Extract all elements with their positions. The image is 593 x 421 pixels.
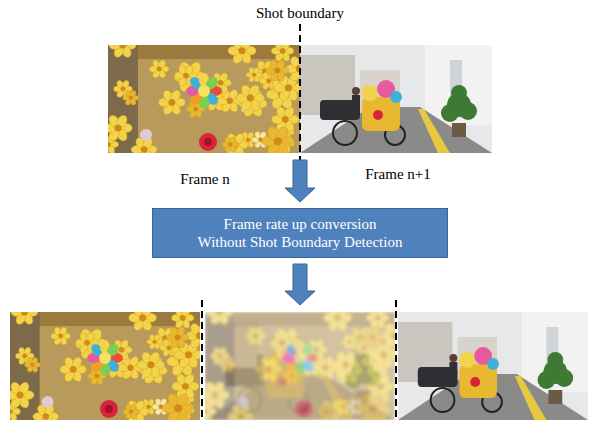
video-frame <box>97 31 313 163</box>
caption-label: Shot boundary <box>254 5 346 22</box>
boundary-line <box>201 300 203 421</box>
video-frame <box>300 45 492 153</box>
video-frame <box>195 298 408 421</box>
box-text: Without Shot Boundary Detection <box>198 233 403 251</box>
video-frame <box>0 298 213 421</box>
block-arrow <box>285 160 315 202</box>
block-arrow <box>285 264 315 305</box>
boundary-line <box>395 300 397 421</box>
box-text: Frame rate up conversion <box>224 215 377 233</box>
caption-label: Frame n+1 <box>363 166 433 183</box>
video-frame <box>398 312 588 420</box>
boundary-line <box>299 24 301 170</box>
caption-label: Frame n <box>178 171 232 188</box>
process-box: Frame rate up conversionWithout Shot Bou… <box>152 208 448 258</box>
